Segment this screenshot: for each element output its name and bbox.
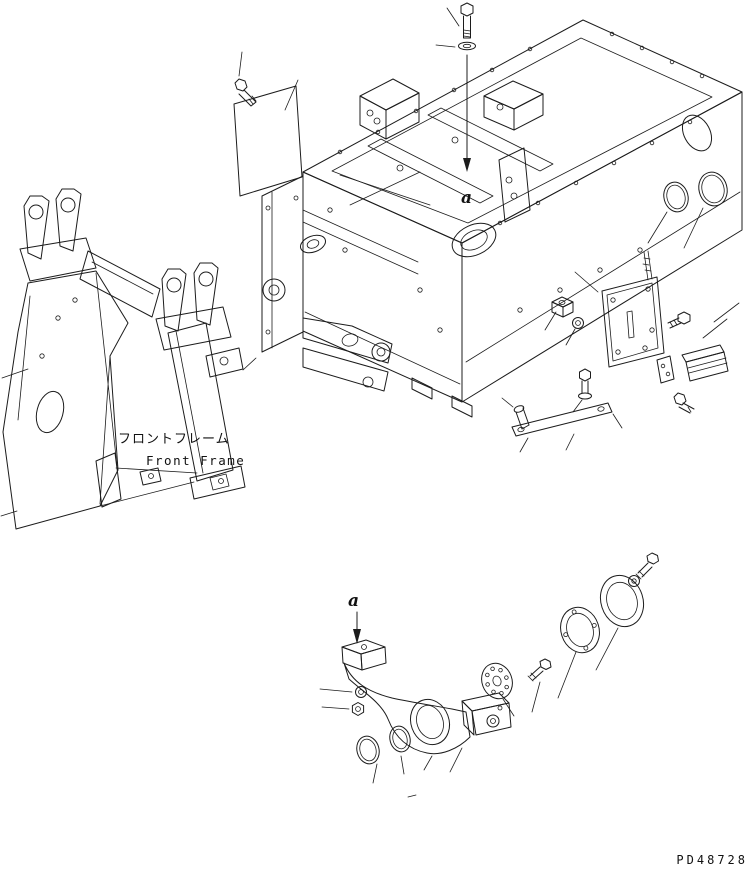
- square-nut: [544, 296, 574, 331]
- leader-lines-front-frame: [0, 357, 257, 517]
- stud-bolt: [572, 368, 592, 413]
- marker-a-bottom: a: [348, 591, 361, 644]
- doc-number: PD48728: [676, 853, 748, 867]
- small-bolt: [527, 658, 552, 682]
- wedge-bolt: [673, 392, 695, 414]
- flange-ring-2: [599, 574, 645, 628]
- connecting-beam: [79, 250, 161, 318]
- mounting-plate: [574, 250, 665, 368]
- main-plate: [2, 270, 129, 530]
- pin-bolt: [501, 397, 530, 430]
- top-bracket-left: [359, 78, 420, 140]
- left-support-tower: [261, 175, 419, 392]
- marker-a-bottom-label: a: [348, 591, 359, 611]
- cover-plate-bolt: [234, 51, 257, 107]
- base-links: [99, 467, 198, 507]
- hinge-ears-lower: [155, 262, 232, 351]
- leader-lines-top: [435, 7, 460, 48]
- cover-plate: [233, 79, 303, 197]
- rear-frame-body: [261, 19, 743, 418]
- tie-bar: [511, 402, 623, 453]
- flange-washer: [628, 575, 640, 587]
- plate-bolt: [667, 302, 740, 339]
- support-arm: [341, 639, 512, 755]
- marker-a-top-label: a: [461, 188, 472, 208]
- seal-ring-large-2: [698, 171, 728, 207]
- arm-washer: [355, 686, 367, 698]
- wedge-block: [681, 344, 729, 382]
- rear-frame-assembly: a: [233, 2, 743, 453]
- perforated-disc: [481, 662, 513, 700]
- leader-lines-rings: [647, 207, 704, 249]
- marker-a-top: a: [461, 54, 472, 208]
- arm-nut: [351, 702, 365, 716]
- right-member: [167, 322, 246, 500]
- front-frame-label-jp: フロントフレーム: [118, 432, 230, 447]
- top-bolt-washer: [458, 41, 476, 51]
- flange-bolt: [635, 552, 659, 580]
- small-washer: [565, 317, 584, 346]
- hinge-ears-upper: [19, 188, 97, 282]
- clamp-detail: [139, 467, 162, 486]
- top-bolt: [460, 2, 474, 39]
- top-bracket-right: [483, 80, 544, 131]
- pivot-tube: [451, 222, 497, 258]
- frame-foot-tabs: [411, 377, 473, 418]
- leader-lines-lower: [319, 627, 619, 798]
- front-frame-assembly: フロントフレーム Front Frame: [0, 188, 257, 530]
- seal-ring-small-1: [356, 735, 380, 765]
- flange-ring-1: [560, 606, 600, 654]
- rim-holes: [337, 31, 705, 226]
- shim-strip: [656, 355, 675, 384]
- lower-support-assembly: a: [319, 552, 659, 798]
- mid-upright-plate: [498, 147, 531, 223]
- seal-ring-large-1: [663, 181, 689, 213]
- front-frame-label-en: Front Frame: [146, 453, 245, 468]
- face-holes: [327, 207, 643, 333]
- seal-ring-small-2: [389, 725, 411, 753]
